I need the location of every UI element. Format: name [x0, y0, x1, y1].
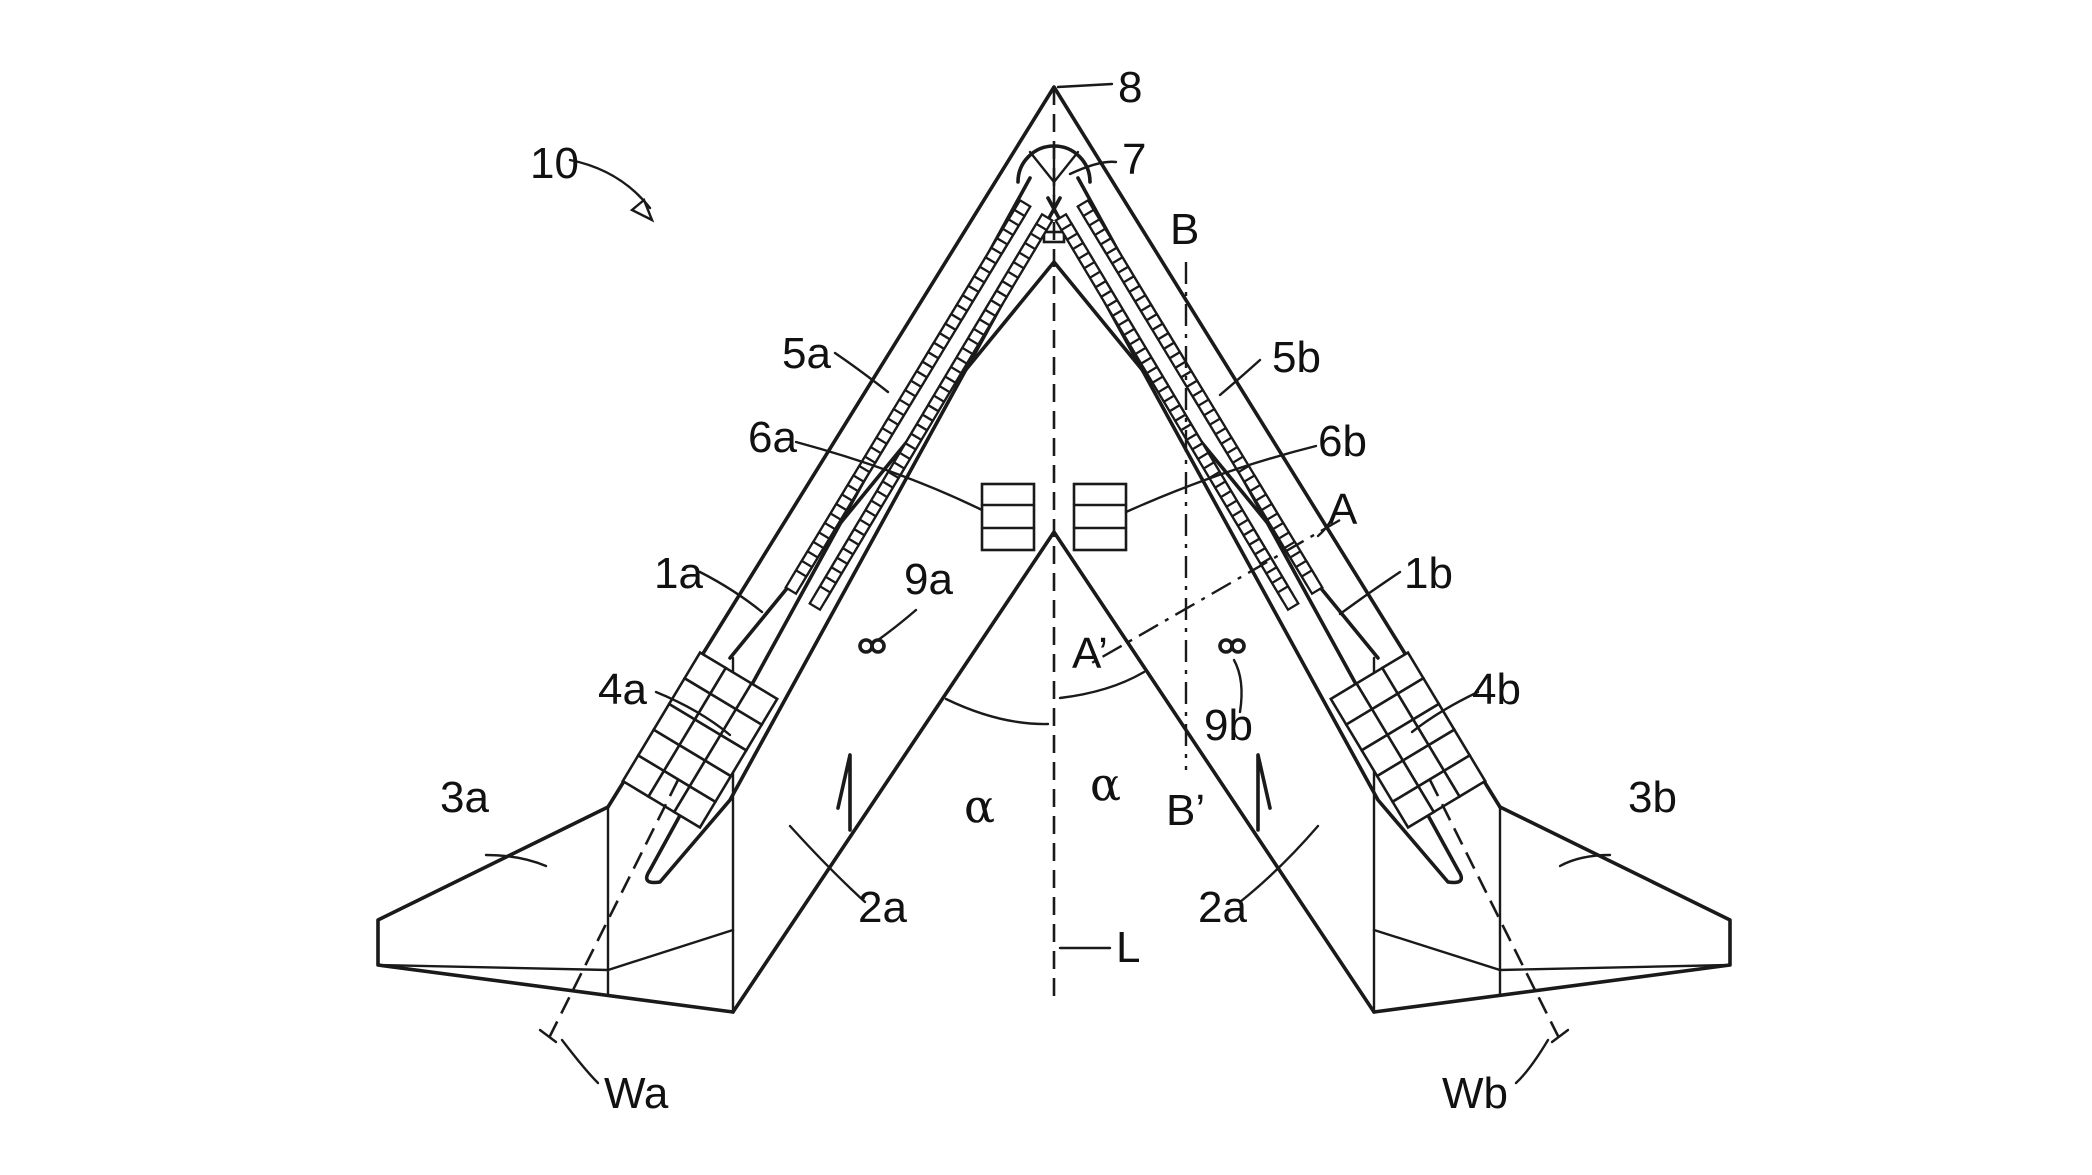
wa-tick — [538, 1028, 558, 1044]
engines — [980, 482, 1128, 552]
label-6b: 6b — [1318, 417, 1367, 466]
seat-rows — [784, 198, 1324, 612]
label-Wb: Wb — [1442, 1069, 1508, 1118]
label-B: B — [1170, 205, 1199, 254]
cargo-blocks — [621, 650, 1487, 830]
seat-left — [784, 568, 808, 596]
wb-tick — [1550, 1028, 1570, 1044]
right-fuselage — [1046, 176, 1464, 885]
seat-right — [1300, 568, 1324, 596]
reference-labels: 10 8 7 B B’ 5a 5b 6a 6b A A’ 1a 1b 9a 9b… — [440, 63, 1677, 1118]
label-5b: 5b — [1272, 333, 1321, 382]
left-fin — [836, 753, 852, 832]
section-line-A — [1089, 518, 1341, 666]
engine-right — [1072, 482, 1128, 552]
left-wing-outline — [376, 805, 735, 1014]
label-alpha-left: α — [964, 779, 995, 833]
label-2a-right: 2a — [1198, 883, 1247, 932]
left-fuselage — [644, 176, 1062, 885]
label-A-prime: A’ — [1072, 629, 1108, 678]
right-fin — [1256, 753, 1272, 832]
label-Wa: Wa — [604, 1069, 669, 1118]
label-L: L — [1116, 923, 1140, 972]
label-8: 8 — [1118, 63, 1142, 112]
leader-lines — [484, 82, 1612, 1085]
cargo-block-4a — [621, 650, 779, 830]
seat-right — [1276, 584, 1300, 612]
axis-Wa — [546, 779, 680, 1041]
label-3b: 3b — [1628, 773, 1677, 822]
label-4b: 4b — [1472, 665, 1521, 714]
construction-lines — [538, 87, 1570, 1044]
marker-9a — [858, 638, 886, 654]
label-alpha-right: α — [1090, 757, 1121, 811]
cargo-block-4b — [1329, 650, 1487, 830]
arrow-10-head — [629, 198, 655, 223]
cockpit-spokes — [1028, 144, 1080, 198]
label-A: A — [1328, 485, 1358, 534]
label-B-prime: B’ — [1166, 786, 1205, 835]
label-3a: 3a — [440, 773, 489, 822]
label-1a: 1a — [654, 549, 703, 598]
markers — [858, 638, 1246, 654]
axis-Wb — [1428, 779, 1562, 1041]
alpha-arc-left — [944, 697, 1050, 726]
label-5a: 5a — [782, 329, 831, 378]
seat-left — [808, 584, 832, 612]
label-9b: 9b — [1204, 701, 1253, 750]
label-9a: 9a — [904, 555, 953, 604]
label-2a-left: 2a — [858, 883, 907, 932]
right-wing-inner-line — [1372, 805, 1732, 997]
marker-9b — [1218, 638, 1246, 654]
right-wing-outline — [1372, 805, 1732, 1014]
label-1b: 1b — [1404, 549, 1453, 598]
left-wing-inner-line — [376, 805, 735, 997]
label-6a: 6a — [748, 413, 797, 462]
label-4a: 4a — [598, 665, 647, 714]
engine-left — [980, 482, 1036, 552]
label-7: 7 — [1122, 135, 1146, 184]
label-10: 10 — [530, 139, 579, 188]
alpha-arc-right — [1058, 670, 1146, 700]
